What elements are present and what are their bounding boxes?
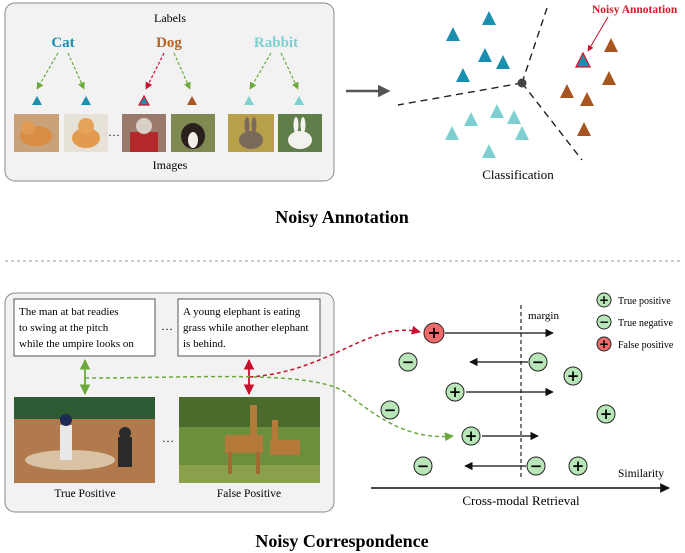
- false-positive-sample: +: [423, 322, 445, 344]
- true-positive-sample: +: [461, 426, 481, 446]
- svg-text:−: −: [599, 315, 609, 329]
- rabbit-photo: [278, 114, 322, 152]
- svg-text:+: +: [465, 427, 478, 445]
- svg-text:−: −: [530, 457, 543, 475]
- giraffe-photo: [179, 397, 320, 483]
- similarity-label: Similarity: [618, 468, 664, 480]
- svg-text:+: +: [567, 367, 580, 385]
- dog-cluster: [560, 38, 618, 136]
- true-positive-sample: +: [445, 382, 465, 402]
- cat-photo: [64, 114, 108, 152]
- section-title-noisy-correspondence: Noisy Correspondence: [255, 531, 428, 551]
- false-positive-curve-arrow: [248, 325, 421, 378]
- ellipsis-images: …: [108, 125, 120, 139]
- dog-photo: [122, 114, 166, 152]
- svg-text:+: +: [600, 405, 613, 423]
- dog-photo: [171, 114, 215, 152]
- svg-text:−: −: [384, 401, 397, 419]
- rabbit-photo: [228, 114, 274, 152]
- legend: + True positive − True negative + False …: [596, 292, 674, 352]
- true-negative-sample: −: [380, 400, 400, 420]
- true-negative-sample: −: [398, 352, 418, 372]
- svg-text:+: +: [427, 323, 440, 342]
- svg-text:−: −: [402, 353, 415, 371]
- image-label-true-positive: True Positive: [54, 488, 115, 500]
- svg-text:True negative: True negative: [618, 318, 673, 329]
- baseball-photo: [14, 397, 155, 483]
- true-positive-curve-arrow: [84, 375, 454, 442]
- true-positive-sample: +: [568, 456, 588, 476]
- axis-caption: Cross-modal Retrieval: [462, 493, 580, 508]
- legend-item-false-positive: + False positive: [596, 336, 674, 352]
- images-caption: Images: [153, 158, 188, 172]
- true-positive-sample: +: [563, 366, 583, 386]
- caption-text-elephant: A young elephant is eating grass while a…: [183, 306, 311, 350]
- svg-text:+: +: [449, 383, 462, 401]
- true-negative-sample: −: [413, 456, 433, 476]
- cat-cluster: [446, 11, 510, 82]
- ellipsis-photos: …: [162, 431, 174, 445]
- svg-text:False positive: False positive: [618, 340, 674, 351]
- legend-item-true-positive: + True positive: [596, 292, 671, 308]
- caption-box-baseball: [13, 298, 156, 357]
- cat-photo: [14, 114, 59, 152]
- label-dog: Dog: [156, 35, 182, 51]
- svg-text:+: +: [599, 293, 609, 307]
- ellipsis-captions: …: [161, 319, 173, 333]
- labels-panel-title: Labels: [154, 11, 186, 25]
- label-triangles: [32, 94, 304, 106]
- section-title-noisy-annotation: Noisy Annotation: [275, 207, 409, 227]
- image-label-false-positive: False Positive: [217, 488, 281, 500]
- true-positive-sample: +: [596, 404, 616, 424]
- true-negative-sample: −: [528, 352, 548, 372]
- caption-box-elephant: [177, 298, 321, 357]
- rabbit-cluster: [445, 104, 529, 158]
- decision-boundaries: [397, 4, 583, 161]
- label-rabbit: Rabbit: [254, 35, 298, 51]
- noisy-annotation-label: Noisy Annotation: [592, 4, 678, 16]
- caption-text-baseball: The man at bat readies to swing at the p…: [19, 306, 134, 350]
- margin-label: margin: [528, 310, 559, 322]
- svg-text:−: −: [417, 457, 430, 475]
- similarity-arrows: [445, 328, 554, 471]
- noisy-sample-triangle: [574, 51, 592, 68]
- svg-text:True positive: True positive: [618, 296, 671, 307]
- noisy-pointer-arrow: [587, 16, 609, 52]
- true-negative-sample: −: [526, 456, 546, 476]
- label-cat: Cat: [51, 35, 74, 51]
- labels-panel: [4, 2, 335, 182]
- boundary-center: [517, 78, 527, 88]
- label-assignment-arrows: [36, 52, 299, 90]
- svg-text:−: −: [532, 353, 545, 371]
- legend-item-true-negative: − True negative: [596, 314, 673, 330]
- svg-text:+: +: [599, 337, 609, 351]
- classification-caption: Classification: [482, 167, 554, 182]
- svg-text:+: +: [572, 457, 585, 475]
